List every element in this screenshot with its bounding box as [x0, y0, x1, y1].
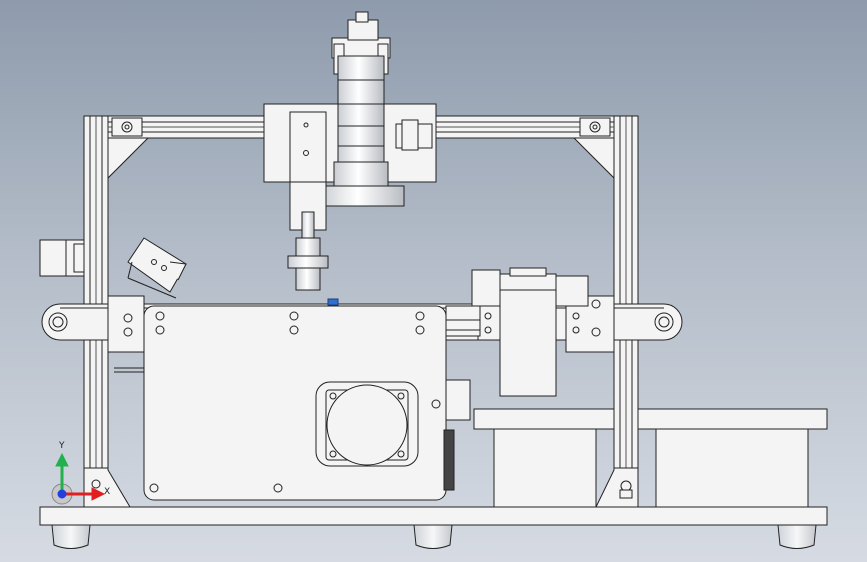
foot-middle [413, 524, 453, 549]
foot-right [777, 524, 817, 549]
work-platform-top [473, 408, 828, 430]
work-box-right [655, 428, 809, 508]
main-enclosure [114, 305, 471, 501]
work-box-left [493, 428, 597, 508]
stepper-motor [471, 267, 589, 397]
rail-slider [445, 305, 481, 337]
nozzle-tool [287, 181, 329, 291]
angled-camera [127, 237, 187, 299]
triad-x-label: X [104, 487, 111, 497]
foot-left [51, 524, 91, 549]
bracket-bolts [91, 117, 633, 499]
base-plate [39, 506, 828, 526]
sensor-marker [327, 298, 339, 306]
axis-triad [51, 452, 106, 505]
gusset-top-left [107, 137, 150, 180]
left-side-fixture [39, 239, 85, 277]
gusset-bottom-right [595, 467, 639, 508]
gusset-top-right [572, 137, 615, 180]
microscope-head [319, 11, 405, 207]
triad-y-label: Y [59, 441, 65, 451]
